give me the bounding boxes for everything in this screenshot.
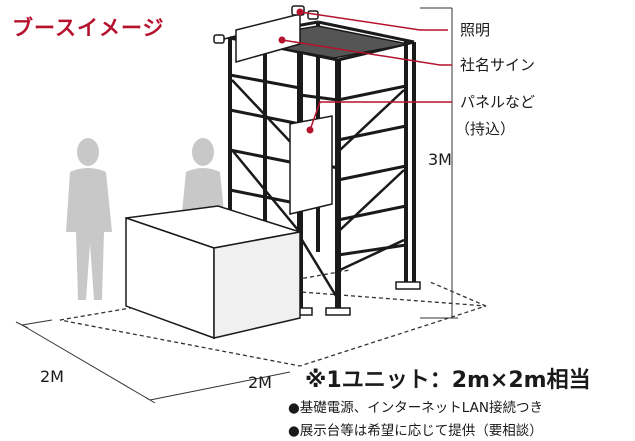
counter — [125, 205, 301, 340]
callout-dot-sign — [278, 36, 286, 44]
unit-note: ※1ユニット：2m×2m相当 — [305, 368, 591, 393]
hanging-banner — [235, 13, 301, 63]
callout-lines — [281, 11, 452, 131]
diagram-title: ブースイメージ — [12, 16, 165, 40]
note-display-stand: ●展示台等は希望に応じて提供（要相談） — [288, 423, 543, 439]
dimension-width: 2M — [248, 373, 272, 392]
label-panel-line2: （持込） — [455, 120, 516, 138]
label-panel-line1: パネルなど — [460, 93, 536, 111]
note-utilities: ●基礎電源、インターネットLAN接続つき — [288, 400, 543, 416]
display-panel — [289, 115, 333, 215]
dimension-lines — [15, 7, 458, 404]
label-company-sign: 社名サイン — [460, 56, 536, 74]
dimension-height: 3M — [428, 150, 452, 169]
dimension-depth: 2M — [40, 367, 64, 386]
label-lighting: 照明 — [460, 21, 491, 39]
callout-dot-lighting — [296, 8, 304, 16]
callout-dot-panel — [306, 126, 314, 134]
person-left — [66, 138, 112, 300]
